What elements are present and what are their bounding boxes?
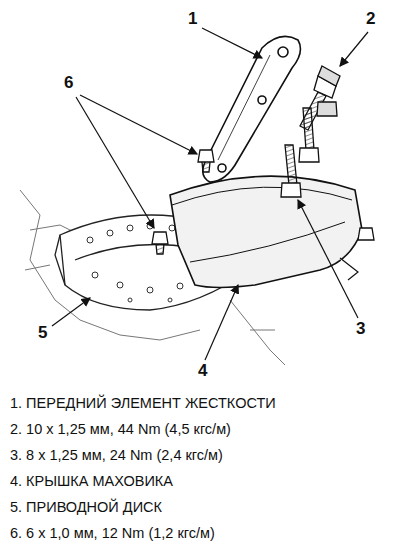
legend-row: 5. ПРИВОДНОЙ ДИСК <box>10 498 162 516</box>
callout-number: 5 <box>36 324 49 342</box>
legend-row: 2. 10 x 1,25 мм, 44 Nm (4,5 кгс/м) <box>10 420 231 438</box>
callout-number: 6 <box>62 74 75 92</box>
legend-row: 3. 8 x 1,25 мм, 24 Nm (2,4 кгс/м) <box>10 446 223 464</box>
callout-number: 4 <box>196 362 209 380</box>
leader-lines <box>52 28 368 360</box>
bolts-8mm <box>281 102 337 197</box>
legend-row: 4. КРЫШКА МАХОВИКА <box>10 472 173 490</box>
callout-number: 1 <box>186 10 199 28</box>
front-stiffener <box>203 36 301 182</box>
legend-row: 1. ПЕРЕДНИЙ ЭЛЕМЕНТ ЖЕСТКОСТИ <box>10 394 276 412</box>
flywheel-cover <box>170 176 362 287</box>
callout-number: 3 <box>354 320 367 338</box>
legend-row: 6. 6 x 1,0 мм, 12 Nm (1,2 кгс/м) <box>10 524 215 542</box>
callout-number: 2 <box>364 10 377 28</box>
bolts-6mm <box>152 150 374 254</box>
